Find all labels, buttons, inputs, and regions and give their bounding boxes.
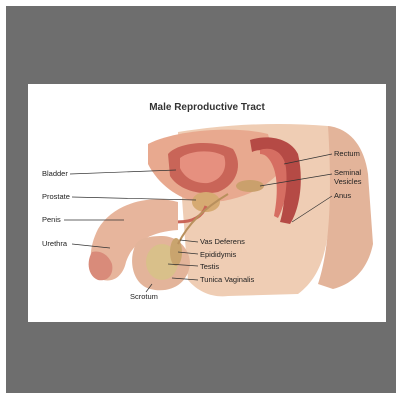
label-epididymis: Epididymis [200, 250, 236, 259]
label-prostate: Prostate [42, 192, 70, 201]
diagram-card: Male Reproductive Tract [28, 84, 386, 322]
label-tunica-vaginalis: Tunica Vaginalis [200, 275, 254, 284]
anatomy-illustration [28, 84, 386, 322]
label-seminal-1: Seminal [334, 168, 361, 177]
label-testis: Testis [200, 262, 219, 271]
label-vas-deferens: Vas Deferens [200, 237, 245, 246]
label-seminal-2: Vesicles [334, 177, 362, 186]
label-scrotum: Scrotum [130, 292, 158, 301]
label-penis: Penis [42, 215, 61, 224]
label-anus: Anus [334, 191, 351, 200]
label-urethra: Urethra [42, 239, 67, 248]
seminal-vesicle-shape [236, 180, 264, 192]
prostate-leader [72, 197, 196, 200]
label-bladder: Bladder [42, 169, 68, 178]
label-rectum: Rectum [334, 149, 360, 158]
